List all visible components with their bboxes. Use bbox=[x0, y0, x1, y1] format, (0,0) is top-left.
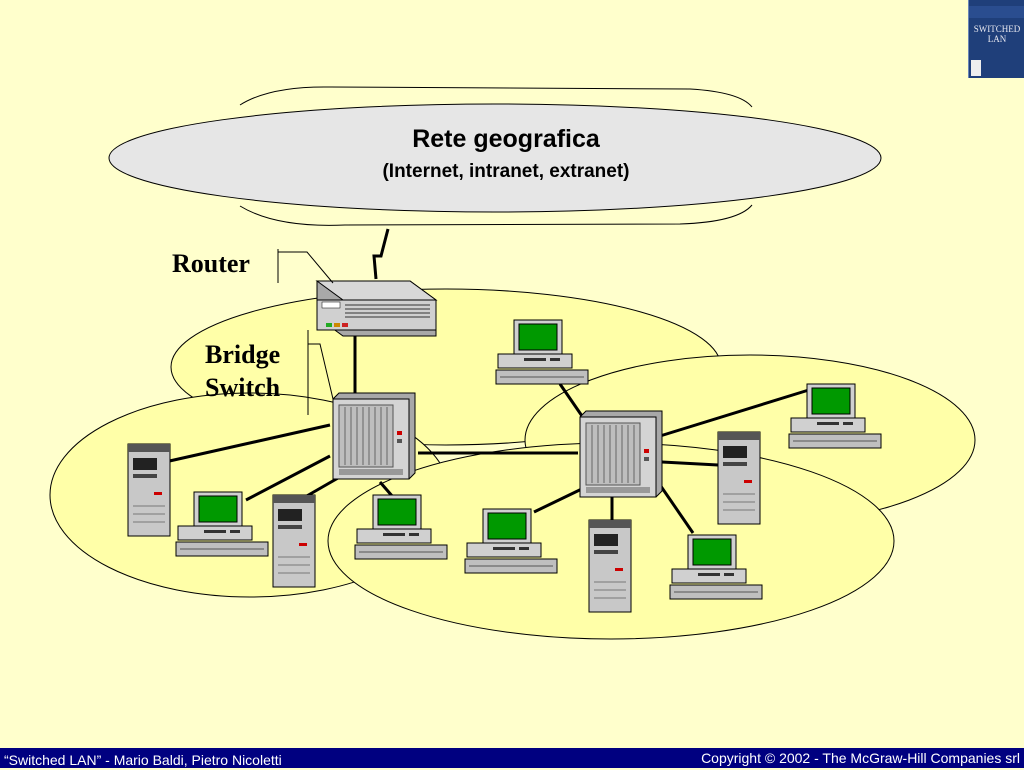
switch-left bbox=[332, 392, 416, 480]
server bbox=[127, 443, 171, 537]
router-callout-line bbox=[277, 249, 334, 284]
book-cover-band bbox=[969, 6, 1024, 18]
switch-label: Switch bbox=[205, 373, 281, 402]
cloud-title: Rete geografica bbox=[412, 125, 601, 153]
router-label: Router bbox=[172, 249, 250, 278]
server bbox=[272, 494, 316, 588]
footer-credit: “Switched LAN” - Mario Baldi, Pietro Nic… bbox=[4, 752, 282, 768]
switch-callout-line bbox=[307, 330, 334, 415]
router-icon bbox=[315, 280, 438, 337]
switch-right bbox=[579, 410, 663, 498]
footer-copyright: Copyright © 2002 - The McGraw-Hill Compa… bbox=[701, 750, 1020, 766]
footer-bar: “Switched LAN” - Mario Baldi, Pietro Nic… bbox=[0, 748, 1024, 768]
wan-link bbox=[372, 228, 390, 280]
bridge-label: Bridge bbox=[205, 340, 280, 369]
book-cover-title: SWITCHED LAN bbox=[973, 24, 1021, 44]
server bbox=[588, 519, 632, 613]
publisher-logo bbox=[971, 60, 981, 76]
book-cover-image: SWITCHED LAN bbox=[968, 0, 1024, 78]
server bbox=[717, 431, 761, 525]
wan-cloud: Rete geografica (Internet, intranet, ext… bbox=[108, 86, 882, 226]
network-links bbox=[164, 330, 813, 534]
cloud-subtitle: (Internet, intranet, extranet) bbox=[382, 161, 629, 182]
